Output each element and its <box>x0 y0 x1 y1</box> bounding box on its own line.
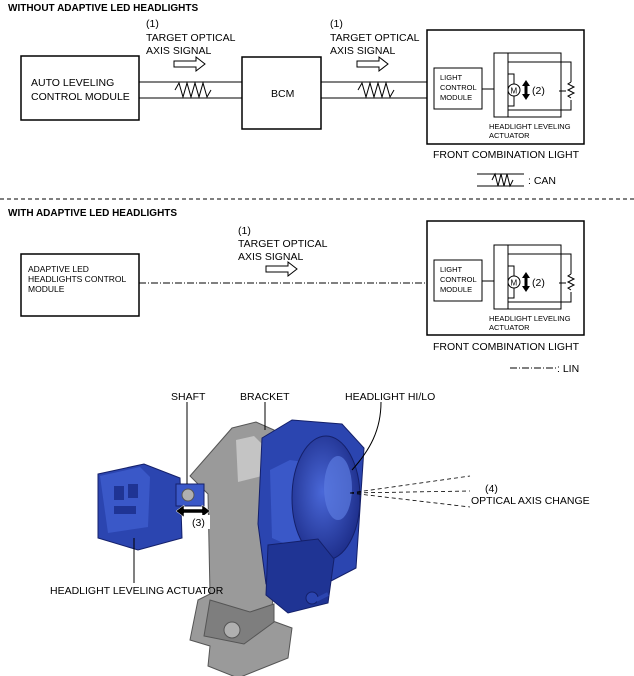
legend-lin-label: : LIN <box>557 363 579 375</box>
adjust-arrow-icon-mid <box>522 272 530 292</box>
legend-can-symbol <box>477 172 524 188</box>
auto-leveling-module-label-line1: AUTO LEVELING <box>31 77 114 89</box>
shaft-movement-double-arrow-icon <box>175 504 211 518</box>
actuator-connector-strip-top <box>493 52 509 118</box>
signal-1-text-line1: TARGET OPTICAL <box>146 32 236 44</box>
auto-leveling-module-label-line2: CONTROL MODULE <box>31 91 130 103</box>
num-3: (3) <box>192 517 205 529</box>
signal-1-number: (1) <box>146 18 159 30</box>
actuator-label-top-line1: HEADLIGHT LEVELING <box>489 122 571 131</box>
actuator-label-mid-line2: ACTUATOR <box>489 323 530 332</box>
sensor-wiring-top <box>508 61 572 111</box>
light-control-module-mid-line2: CONTROL <box>440 275 477 284</box>
optical-axis-change-label: OPTICAL AXIS CHANGE <box>471 495 590 507</box>
signal-2-text-line1: TARGET OPTICAL <box>330 32 420 44</box>
signal-direction-arrow-mid-icon <box>265 260 298 278</box>
num-4: (4) <box>485 483 498 495</box>
light-control-module-mid-line3: MODULE <box>440 285 472 294</box>
can-bus-line-1 <box>139 81 242 99</box>
section-heading-with: WITH ADAPTIVE LED HEADLIGHTS <box>8 208 177 219</box>
position-sensor-resistor-icon-mid <box>566 273 576 291</box>
motor-label-top: M <box>511 87 518 96</box>
optical-axis-lines <box>349 475 471 508</box>
position-sensor-resistor-icon-top <box>566 81 576 99</box>
adjust-arrow-icon-top <box>522 80 530 100</box>
actuator-connector-strip-mid <box>493 244 509 310</box>
light-control-module-mid-line1: LIGHT <box>440 265 463 274</box>
signal-1-text-line2: AXIS SIGNAL <box>146 45 212 57</box>
bcm-label: BCM <box>271 88 294 100</box>
headlight-assembly-illustration <box>97 419 365 676</box>
signal-2-text-line2: AXIS SIGNAL <box>330 45 396 57</box>
shaft-label: SHAFT <box>171 391 206 403</box>
light-control-module-top-line2: CONTROL <box>440 83 477 92</box>
motor-label-mid: M <box>511 279 518 288</box>
motor-wiring-mid <box>508 265 515 299</box>
light-control-module-top-line1: LIGHT <box>440 73 463 82</box>
actuator-label-mid-line1: HEADLIGHT LEVELING <box>489 314 571 323</box>
adaptive-module-label-line2: HEADLIGHTS CONTROL <box>28 274 127 284</box>
signal-mid-number: (1) <box>238 225 251 237</box>
front-combination-light-label-top: FRONT COMBINATION LIGHT <box>433 149 580 161</box>
front-combination-light-label-mid: FRONT COMBINATION LIGHT <box>433 341 580 353</box>
signal-direction-arrow-2-icon <box>356 55 389 73</box>
light-control-module-box-mid <box>433 259 483 302</box>
light-control-module-box-top <box>433 67 483 110</box>
sensor-wiring-mid <box>508 253 572 303</box>
num-2-mid: (2) <box>532 277 545 289</box>
adaptive-module-label-line3: MODULE <box>28 284 65 294</box>
headlight-leader-line <box>351 401 382 471</box>
signal-2-number: (1) <box>330 18 343 30</box>
adaptive-led-control-module-box <box>20 253 140 317</box>
num-3-background <box>190 515 210 529</box>
can-bus-line-2 <box>321 81 434 99</box>
light-control-module-top-line3: MODULE <box>440 93 472 102</box>
adaptive-module-label-line1: ADAPTIVE LED <box>28 264 89 274</box>
section-heading-without: WITHOUT ADAPTIVE LED HEADLIGHTS <box>8 3 199 14</box>
auto-leveling-control-module-box <box>20 55 140 121</box>
signal-direction-arrow-1-icon <box>173 55 206 73</box>
motor-wiring-top <box>508 73 515 107</box>
num-2-top: (2) <box>532 85 545 97</box>
bracket-label: BRACKET <box>240 391 290 403</box>
legend-can-label: : CAN <box>528 175 556 187</box>
signal-mid-text-line1: TARGET OPTICAL <box>238 238 328 250</box>
headlight-hilo-label: HEADLIGHT HI/LO <box>345 391 435 403</box>
signal-mid-text-line2: AXIS SIGNAL <box>238 251 304 263</box>
headlight-leveling-actuator-label: HEADLIGHT LEVELING ACTUATOR <box>50 585 224 597</box>
bcm-box <box>241 56 322 130</box>
actuator-label-top-line2: ACTUATOR <box>489 131 530 140</box>
